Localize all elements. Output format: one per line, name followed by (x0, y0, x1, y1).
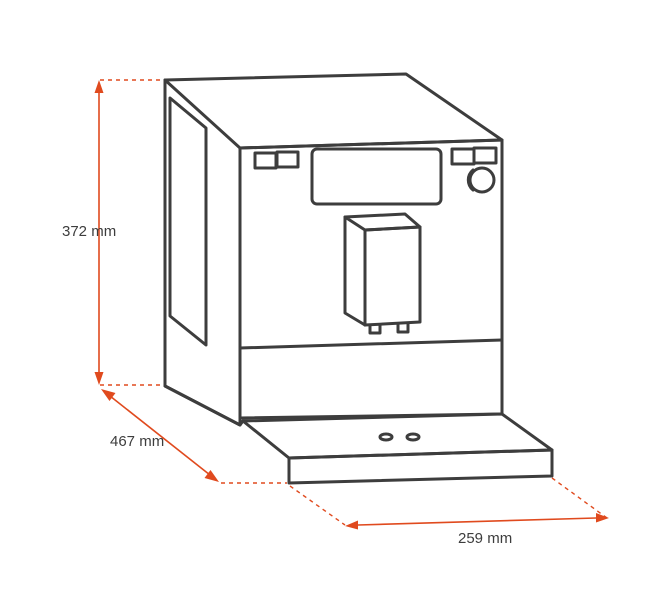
height-label: 372 mm (62, 223, 117, 240)
left-button-a[interactable] (253, 151, 278, 170)
depth-arrow-top (101, 389, 116, 401)
depth-label: 467 mm (110, 433, 165, 450)
drip-hole-right (405, 432, 421, 442)
display-screen (310, 147, 443, 206)
left-button-b[interactable] (275, 150, 300, 169)
height-arrow-top (94, 80, 104, 93)
height-arrow-bottom (94, 372, 104, 385)
width-label: 259 mm (458, 530, 513, 547)
drip-tray-front (287, 448, 554, 485)
dimension-depth (101, 389, 287, 484)
right-button-b[interactable] (472, 146, 498, 165)
coffee-spout (343, 212, 422, 335)
drip-hole-left (378, 432, 394, 442)
left-buttons[interactable] (253, 150, 300, 170)
top-panel (163, 72, 504, 150)
side-window (168, 96, 208, 347)
front-panel (238, 138, 504, 420)
depth-arrow-bottom (204, 470, 219, 482)
drip-tray (241, 412, 554, 485)
machine-body (163, 72, 554, 485)
front-divider (238, 338, 504, 350)
side-panel (163, 78, 242, 427)
width-arrow-right (596, 513, 609, 523)
rotary-knob[interactable] (466, 166, 496, 194)
dimension-height (94, 79, 162, 386)
right-buttons[interactable] (450, 146, 498, 166)
dimension-width (289, 477, 609, 530)
right-button-a[interactable] (450, 147, 476, 166)
width-arrow-left (345, 520, 358, 530)
